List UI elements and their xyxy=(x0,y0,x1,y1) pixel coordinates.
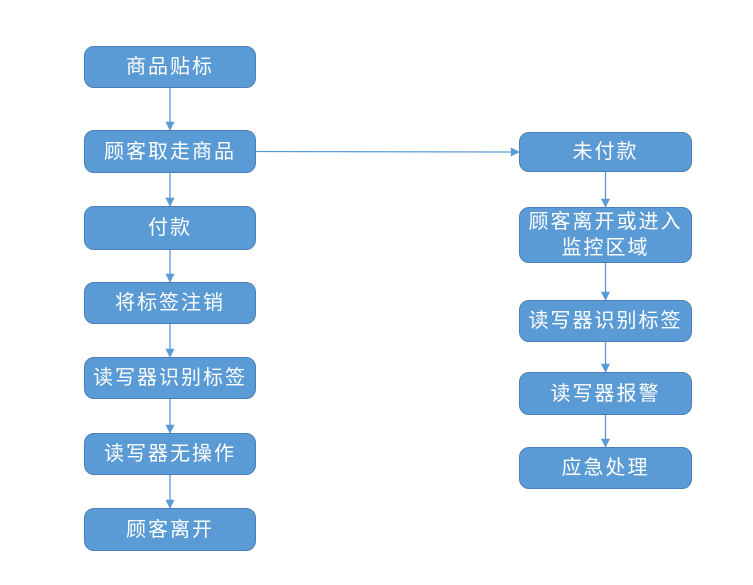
flow-node-label: 读写器报警 xyxy=(550,382,661,405)
flow-node-r4: 读写器报警 xyxy=(519,372,692,415)
flow-arrow-l2-r1 xyxy=(255,147,520,157)
flow-node-l5: 读写器识别标签 xyxy=(84,357,256,399)
flow-node-l1: 商品贴标 xyxy=(84,46,256,88)
flow-node-r2: 顾客离开或进入 监控区域 xyxy=(519,207,692,263)
flow-node-label: 顾客离开 xyxy=(126,518,214,541)
flow-node-label: 付款 xyxy=(148,217,192,239)
flow-node-label: 未付款 xyxy=(572,141,639,163)
flow-node-r3: 读写器识别标签 xyxy=(519,300,692,342)
flow-node-r5: 应急处理 xyxy=(519,447,692,489)
flow-node-label: 应急处理 xyxy=(561,457,650,479)
flow-node-l4: 将标签注销 xyxy=(84,282,256,324)
flow-node-l7: 顾客离开 xyxy=(84,508,256,551)
flow-node-label: 读写器无操作 xyxy=(104,443,236,465)
flow-node-label: 读写器识别标签 xyxy=(528,310,683,332)
flow-node-l6: 读写器无操作 xyxy=(84,433,256,475)
flow-node-label: 将标签注销 xyxy=(115,292,225,314)
flow-node-r1: 未付款 xyxy=(519,132,692,172)
flow-node-label: 商品贴标 xyxy=(126,56,214,78)
flow-node-label: 读写器识别标签 xyxy=(93,367,247,389)
flow-node-label: 顾客取走商品 xyxy=(104,140,236,163)
flow-node-l2: 顾客取走商品 xyxy=(84,130,256,173)
flow-node-l3: 付款 xyxy=(84,206,256,250)
flow-node-label: 顾客离开或进入 监控区域 xyxy=(528,211,683,259)
